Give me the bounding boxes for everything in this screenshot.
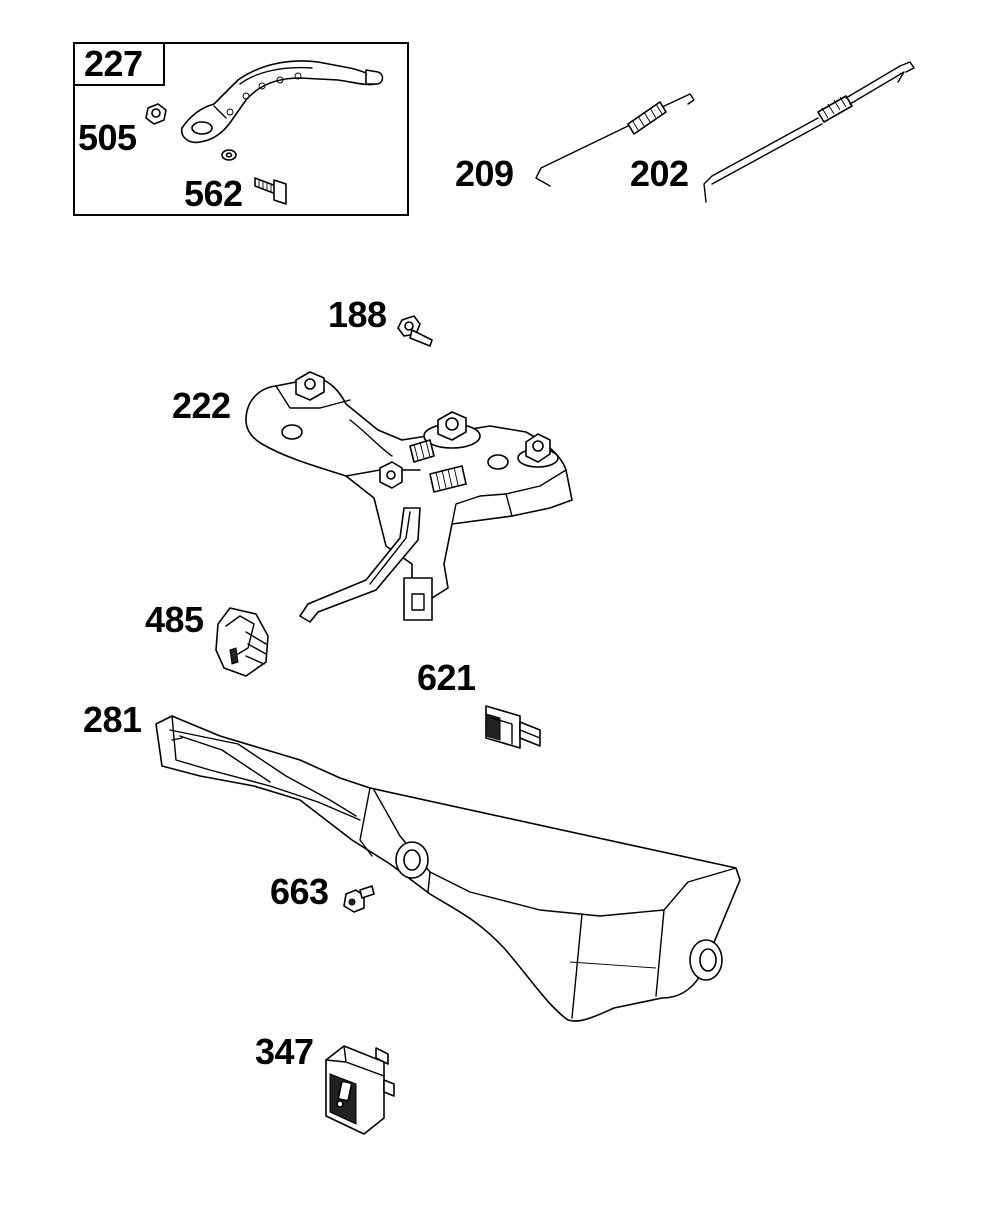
callout-188: 188 (328, 294, 387, 335)
part-621-connector (485, 705, 541, 749)
part-347-switch (325, 1045, 395, 1135)
part-281-handle (155, 715, 741, 1022)
callout-505: 505 (78, 117, 137, 158)
callout-227: 227 (84, 43, 143, 84)
callout-347: 347 (255, 1031, 314, 1072)
part-222-control-bracket (245, 371, 573, 623)
part-202-throttle-rod (703, 61, 915, 203)
part-663-screw (343, 885, 375, 913)
callout-281: 281 (83, 699, 142, 740)
part-209-spring-rod (535, 93, 695, 187)
callout-663: 663 (270, 871, 329, 912)
part-505-nut (145, 103, 167, 125)
callout-222: 222 (172, 385, 231, 426)
callout-485: 485 (145, 599, 204, 640)
callout-209: 209 (455, 153, 514, 194)
part-562-washer (221, 149, 237, 161)
kit-box (73, 42, 409, 216)
callout-202: 202 (630, 153, 689, 194)
part-188-bolt (397, 315, 433, 347)
part-485-pad (215, 607, 269, 677)
part-562-bolt (254, 177, 287, 205)
part-227-lever (180, 60, 384, 144)
callout-621: 621 (417, 657, 476, 698)
kit-box-tab (73, 42, 165, 86)
callout-562: 562 (184, 173, 243, 214)
